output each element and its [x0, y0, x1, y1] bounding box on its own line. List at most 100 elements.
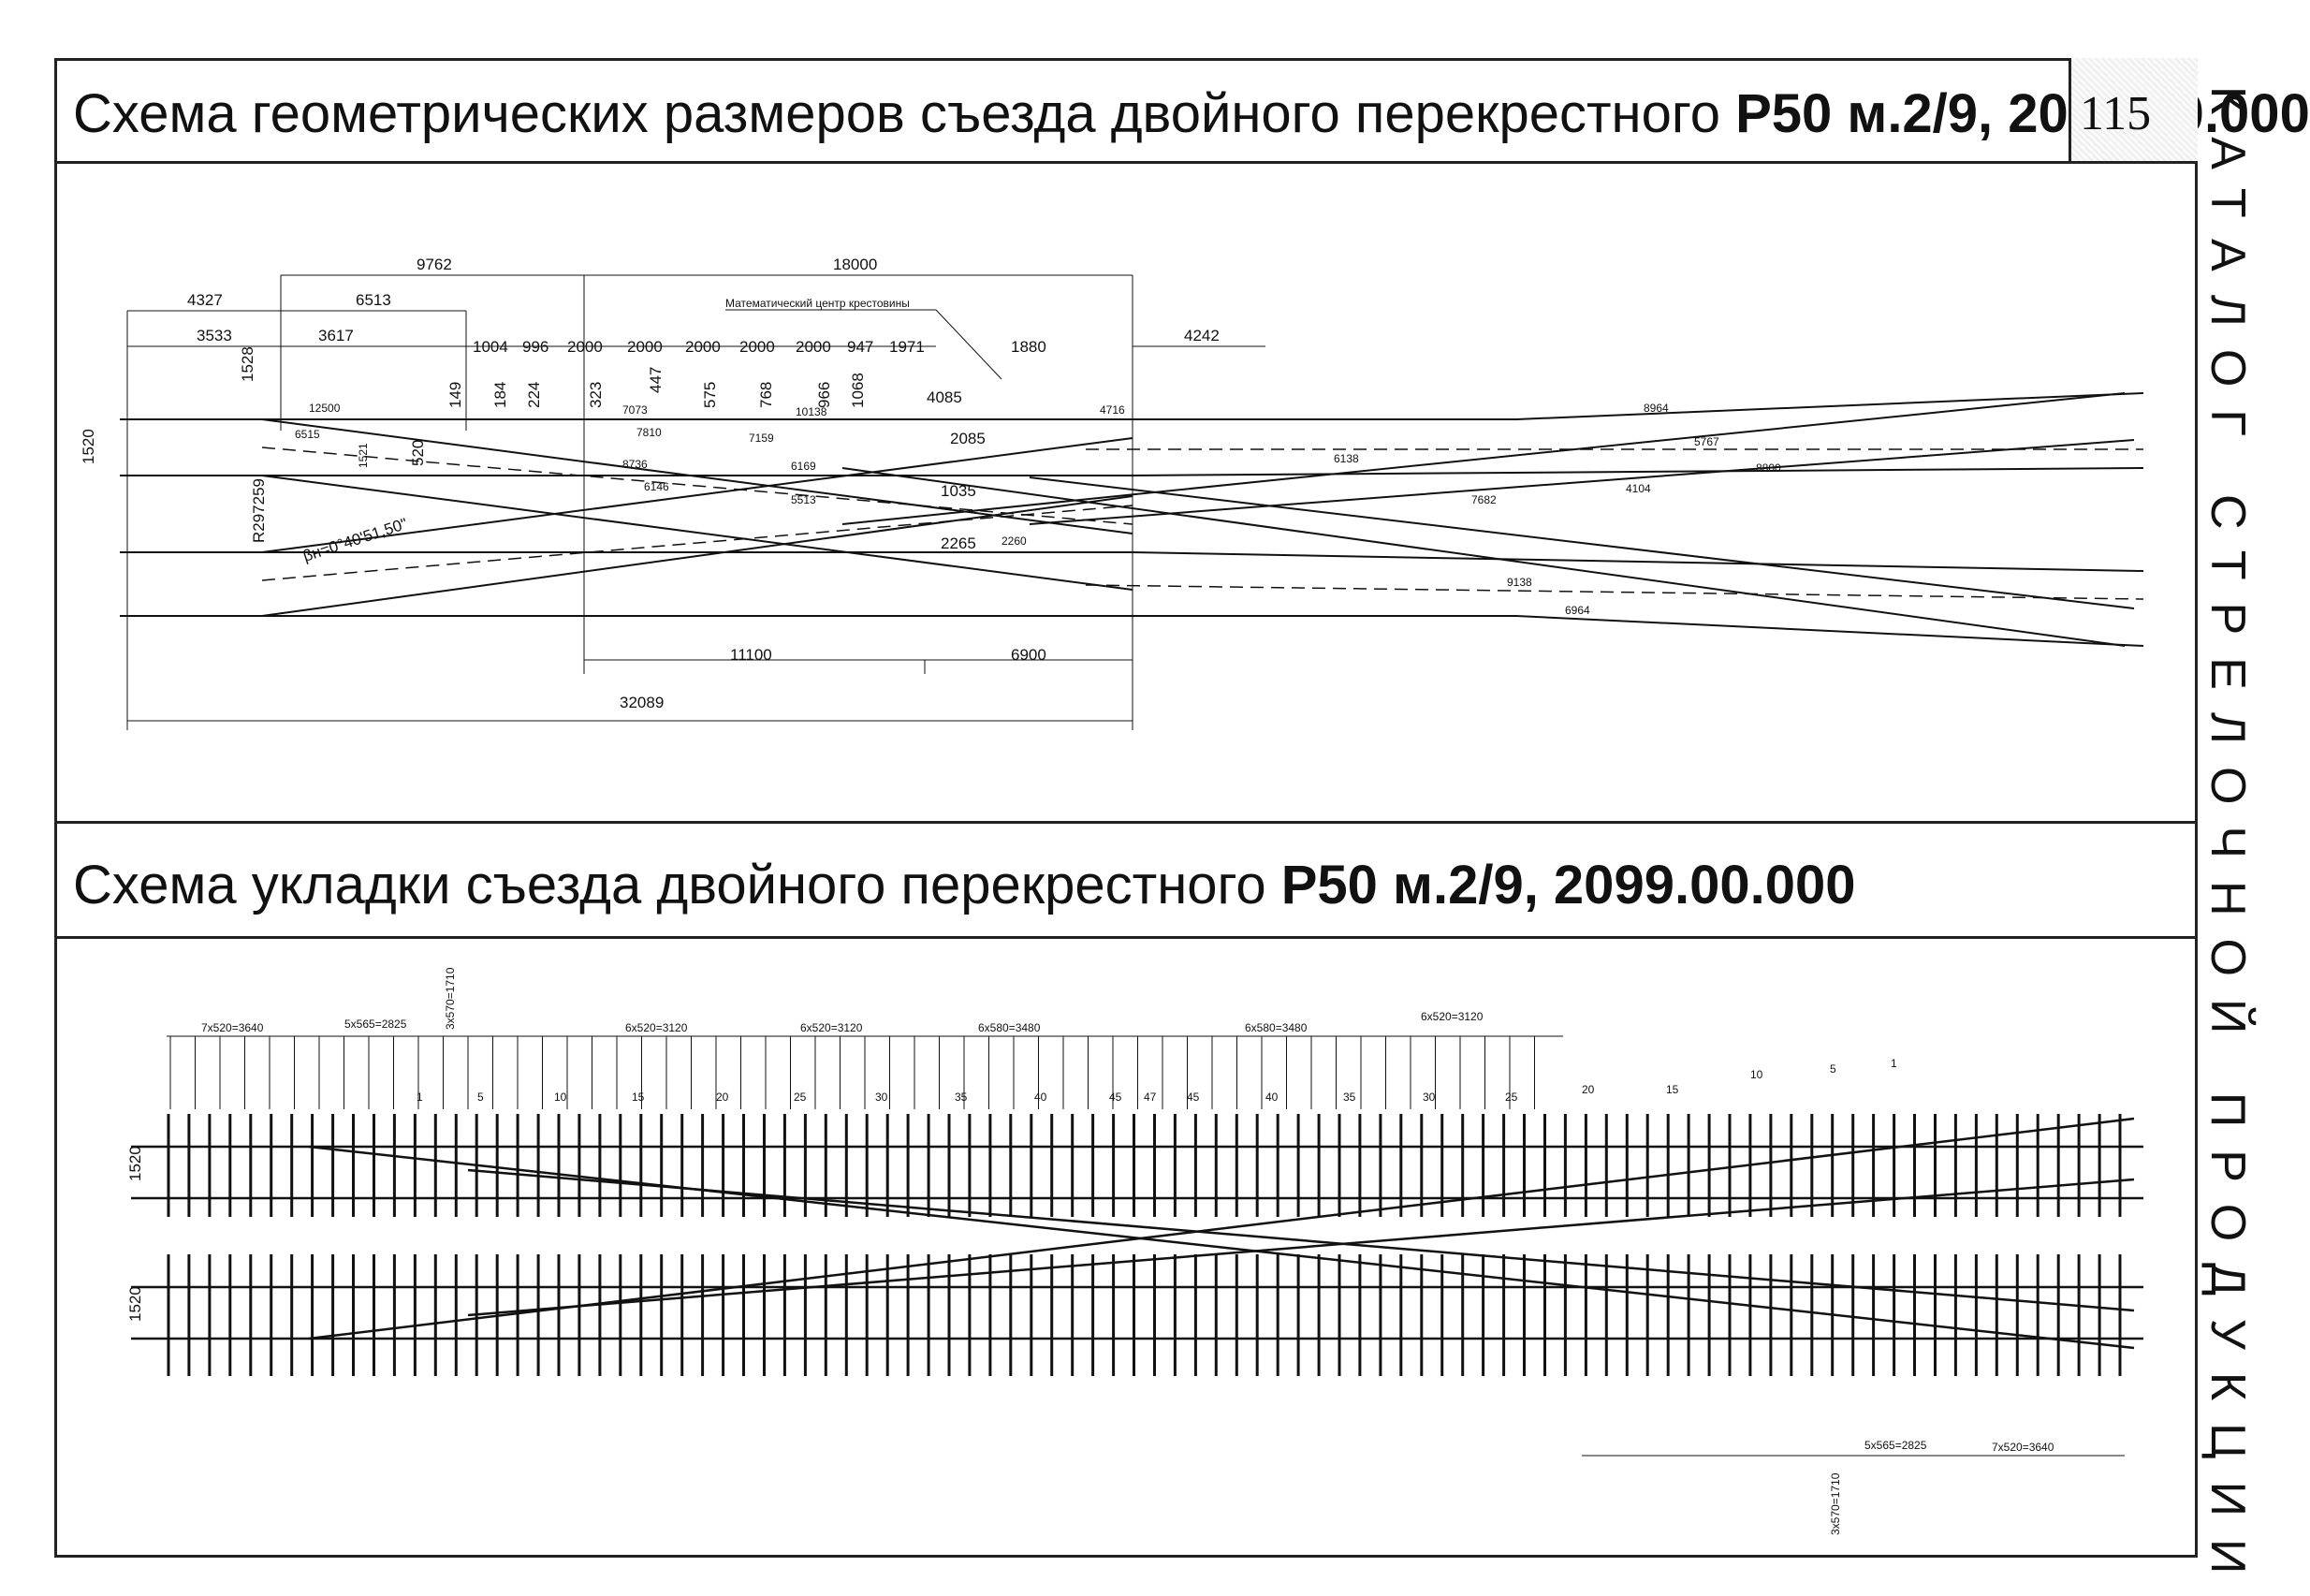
spacing-label: 6x520=3120	[1421, 1010, 1484, 1023]
small-dim-966: 966	[815, 382, 833, 408]
annotation-leader	[935, 309, 1002, 380]
rail-length-4104: 4104	[1626, 482, 1651, 495]
small-dim-1068: 1068	[849, 373, 867, 408]
rail-length-8964: 8964	[1644, 402, 1669, 415]
page-title: Схема геометрических размеров съезда дво…	[73, 82, 2310, 145]
tie-number: 45	[1187, 1091, 1200, 1104]
section2-title-code: Р50 м.2/9, 2099.00.000	[1280, 855, 1856, 915]
rail-length-12500: 12500	[309, 402, 341, 415]
spacing-label: 5x565=2825	[1864, 1439, 1927, 1452]
subdim-1004: 1004	[473, 338, 508, 356]
subdim-2000: 2000	[685, 338, 721, 356]
small-dim-323: 323	[587, 382, 605, 408]
section2-title: Схема укладки съезда двойного перекрестн…	[73, 854, 1855, 916]
rail-length-7682: 7682	[1471, 493, 1497, 506]
dimension-lines	[126, 274, 1265, 730]
dim-3617: 3617	[318, 327, 354, 344]
title-code: Р50 м.2/9, 2099.00.000	[1735, 83, 2310, 144]
rails-dashed	[261, 447, 2144, 600]
tie-number: 10	[554, 1091, 567, 1104]
small-dim-149: 149	[446, 382, 464, 408]
tie-number: 15	[1666, 1083, 1679, 1096]
radius-label: R297259	[250, 478, 268, 543]
diverging-rail	[841, 467, 2126, 647]
diverging-rail	[841, 392, 2126, 525]
rail-length-6146: 6146	[644, 480, 669, 493]
tie-number: 35	[1343, 1091, 1356, 1104]
geometry-diagram: 9762 18000 4327 6513 3533 3617 4242 1880…	[80, 256, 2144, 730]
ties-upper-track	[167, 1036, 2122, 1217]
rail-length-10138: 10138	[796, 405, 827, 418]
diverging-rail	[1029, 476, 2135, 609]
rail-length-9138: 9138	[1507, 576, 1532, 589]
rail-length-5767: 5767	[1694, 435, 1719, 448]
rail-line	[1132, 551, 2144, 572]
laying-diagram: 1520 1520 7x520=3640 5x565=2825 3x570=17…	[126, 967, 2143, 1535]
tie-number: 25	[1505, 1091, 1518, 1104]
header-divider	[54, 161, 2198, 164]
spacing-label: 3x570=1710	[1829, 1472, 1842, 1535]
tie-numbers: 1 5 10 15 20 25 30 35 40 45 47 45 40 35 …	[417, 1057, 1897, 1104]
laying-diverging-rail	[308, 1145, 2135, 1350]
rail-length-6515: 6515	[295, 428, 320, 441]
subdim-947: 947	[847, 338, 873, 356]
spacing-label: 6x520=3120	[800, 1021, 863, 1034]
dim-3533: 3533	[197, 327, 232, 344]
page-number: 115	[2080, 87, 2152, 140]
diverging-rail	[261, 437, 1133, 553]
rail-length-7159: 7159	[749, 432, 774, 445]
rail-length-1035: 1035	[941, 482, 976, 500]
tie-number: 30	[1423, 1091, 1436, 1104]
rail-length-7810: 7810	[636, 426, 662, 439]
rail-length-8736: 8736	[622, 458, 648, 471]
rail-line	[1132, 467, 2144, 476]
small-dim-224: 224	[525, 382, 543, 408]
title-text: Схема геометрических размеров съезда дво…	[73, 83, 1736, 144]
small-dim-1521: 1521	[357, 443, 370, 468]
rail-length-2085: 2085	[950, 430, 986, 447]
diverging-rail	[1029, 439, 2135, 525]
dim-6513: 6513	[356, 291, 391, 309]
spacing-label: 7x520=3640	[201, 1021, 264, 1034]
tie-number: 15	[632, 1091, 645, 1104]
section-divider-top	[54, 821, 2198, 824]
page-number-box	[2069, 58, 2198, 161]
subdim-2000: 2000	[567, 338, 603, 356]
tie-number: 5	[477, 1091, 484, 1104]
rails-diverging	[261, 392, 2135, 647]
dim-18000: 18000	[833, 256, 877, 273]
rail-length-6964: 6964	[1565, 604, 1590, 617]
subdim-1971: 1971	[889, 338, 925, 356]
tie-number: 47	[1144, 1091, 1157, 1104]
dim-6900: 6900	[1011, 646, 1046, 664]
tie-number: 10	[1750, 1068, 1763, 1081]
rail-length-6138: 6138	[1334, 452, 1359, 465]
spacing-label: 6x580=3480	[1245, 1021, 1308, 1034]
small-dim-575: 575	[701, 382, 719, 408]
laying-gauge-bottom: 1520	[126, 1286, 144, 1322]
subdim-2000: 2000	[739, 338, 775, 356]
section2-title-text: Схема укладки съезда двойного перекрестн…	[73, 855, 1281, 915]
dim-32089: 32089	[620, 694, 664, 711]
subdim-2000: 2000	[627, 338, 663, 356]
tie-number: 40	[1034, 1091, 1047, 1104]
spacing-label: 3x570=1710	[444, 967, 457, 1030]
dim-4327: 4327	[187, 291, 223, 309]
tie-number: 5	[1830, 1062, 1836, 1076]
diverging-rail	[261, 475, 1133, 591]
drawing-frame	[54, 58, 2198, 1558]
rail-length-8800: 8800	[1756, 461, 1781, 475]
spacing-label: 6x580=3480	[978, 1021, 1041, 1034]
small-dim-447: 447	[647, 367, 665, 393]
rail-line	[1515, 392, 2144, 420]
rails-straight	[120, 392, 2144, 647]
small-dim-768: 768	[757, 382, 775, 408]
dashed-rail	[261, 505, 1133, 581]
tie-number: 35	[955, 1091, 968, 1104]
small-dim-1528: 1528	[239, 346, 256, 382]
tie-number: 40	[1265, 1091, 1279, 1104]
spacing-label: 5x565=2825	[344, 1018, 407, 1031]
dashed-rail	[1085, 584, 2144, 600]
rail-length-7073: 7073	[622, 403, 648, 417]
dim-4242: 4242	[1184, 327, 1220, 344]
